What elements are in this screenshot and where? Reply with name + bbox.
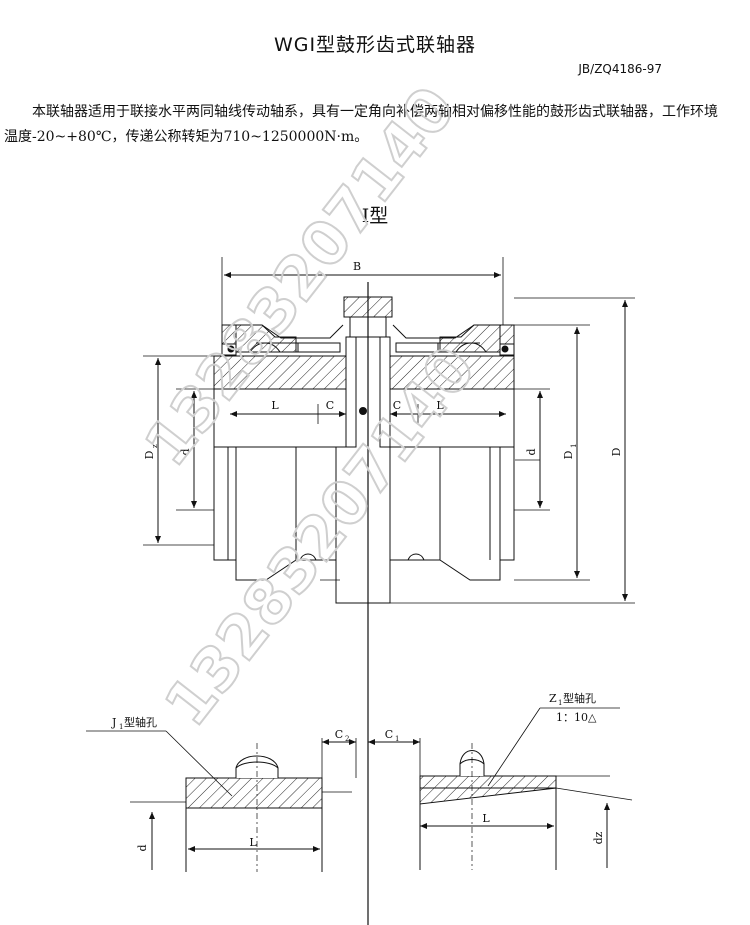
standard-number: JB/ZQ4186-97 [578,62,662,76]
z1-C: C [385,728,393,741]
detail-right-labels: Z 1 型轴孔 1：10△ C 1 L dz [385,691,605,844]
z1-hub-outline [419,775,557,789]
z1-label-suffix: 型轴孔 [563,691,596,705]
j1-label-suffix: 型轴孔 [124,715,157,729]
right-tooth-box [437,342,480,353]
j1-label: J [111,716,116,729]
right-tooth-rim [395,342,438,353]
description-paragraph: 本联轴器适用于联接水平两同轴线传动轴系，具有一定角向补偿两轴相对偏移性能的鼓形齿… [4,104,718,145]
label-Dz-sub: z [151,444,159,448]
left-flange-end [221,324,237,356]
right-hub-section [389,355,515,390]
label-D: D [610,447,623,456]
j1-C: C [335,728,343,741]
label-B: B [353,260,361,273]
main-view [143,257,635,925]
center-dot [359,407,367,415]
z1-L: L [482,812,490,825]
right-keyway [407,553,425,561]
label-D1-sub: 1 [570,444,578,448]
left-sleeve-top [261,324,344,339]
page-title: WGⅠ型鼓形齿式联轴器 [273,34,477,56]
right-seal [501,345,509,353]
left-web [345,336,357,448]
z1-ext-taper [555,787,633,801]
j1-d: d [136,844,149,851]
detail-right [368,707,633,870]
j1-L: L [249,836,257,849]
z1-taper: 1：10△ [556,711,597,724]
left-tooth-rim [298,342,341,353]
shaft [335,447,391,604]
left-keyway [299,553,317,561]
j1-leader [165,730,233,797]
label-d: d [179,448,192,455]
right-flange-end [499,324,515,356]
j1-label-sub: 1 [119,723,123,731]
left-seal [227,345,235,353]
j1-C-sub: 2 [345,735,349,743]
z1-hub-section [419,775,557,805]
label-L-right: L [436,399,444,412]
label-d-right: d [525,448,538,455]
detail-left-labels: J 1 型轴孔 C 2 L d [111,715,349,852]
z1-label-sub: 1 [558,699,562,707]
label-C-left: C [326,399,334,412]
center-plug-hatch [343,296,393,318]
z1-dz: dz [592,831,605,844]
right-sleeve-top [392,324,475,339]
z1-leader [487,707,541,787]
label-L-left: L [271,399,279,412]
label-Dz: D [143,450,156,459]
left-hub-section [213,355,347,390]
right-web [379,336,391,448]
j1-hub-section [185,777,323,809]
type-label: Ⅰ型 [361,205,389,227]
left-tooth-box [256,342,299,353]
detail-left [86,730,357,872]
label-D1: D [562,450,575,459]
label-C-right: C [393,399,401,412]
main-view-labels: B L C C L D z d d D 1 D [143,260,623,459]
z1-label: Z [549,692,557,705]
z1-C-sub: 1 [395,735,399,743]
